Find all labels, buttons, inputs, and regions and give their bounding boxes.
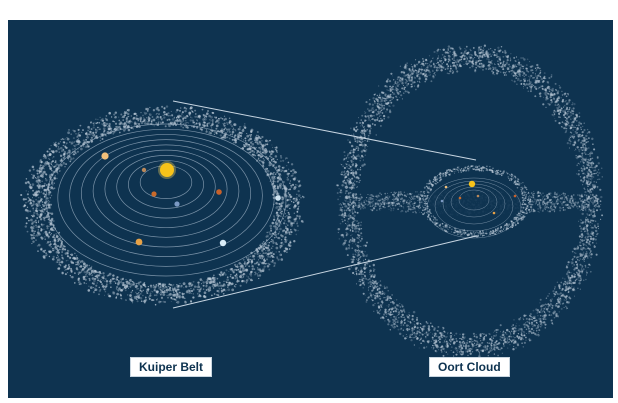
planets [101, 152, 281, 247]
planet-icon [458, 196, 462, 200]
kuiper-belt-label: Kuiper Belt [131, 358, 212, 376]
planet-icon [444, 185, 448, 189]
sun-icon [468, 180, 476, 188]
planet-icon [174, 201, 180, 207]
planet-icon [476, 194, 480, 198]
zoom-line-bottom [172, 235, 477, 309]
oort-cloud-shell [335, 44, 604, 362]
planet-icon [151, 191, 157, 197]
planet-icon [275, 195, 281, 201]
planet-icon [513, 194, 517, 198]
planet-icon [101, 152, 109, 160]
planet-icon [219, 239, 227, 247]
solar-system-diagram [8, 20, 613, 398]
oort-cloud-label: Oort Cloud [430, 358, 509, 376]
planet-icon [216, 189, 222, 195]
planet-icon [440, 199, 444, 203]
oort-inner-system [418, 165, 532, 239]
zoom-line-top [172, 100, 477, 161]
inner-orbits [45, 123, 287, 277]
planet-icon [141, 167, 147, 173]
kuiper-belt-ring [20, 105, 305, 306]
planet-icon [492, 211, 496, 215]
sun-icon [160, 163, 174, 177]
diagram-frame: Kuiper Belt Oort Cloud [8, 20, 613, 398]
planet-icon [135, 238, 143, 246]
